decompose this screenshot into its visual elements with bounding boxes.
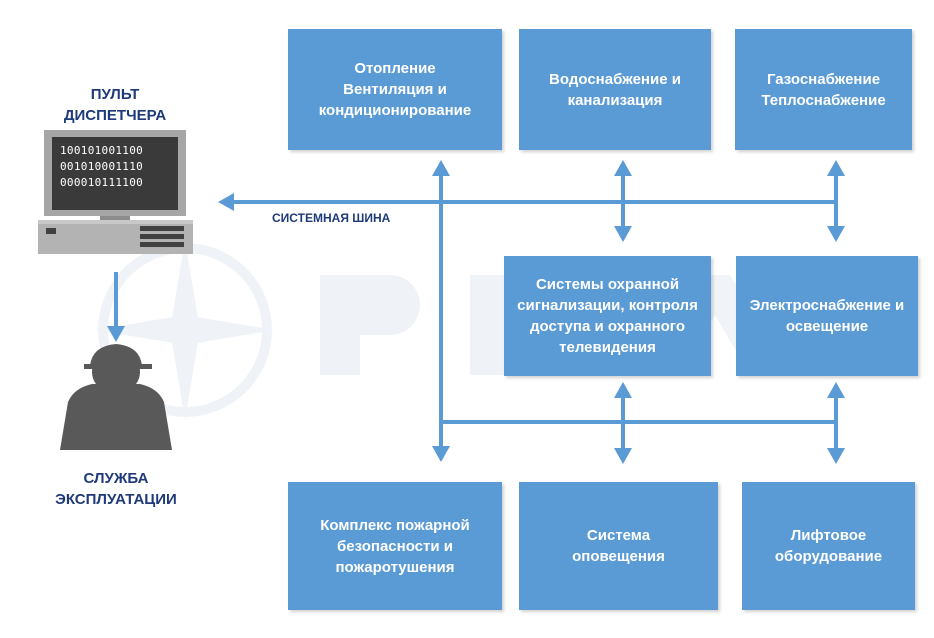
box-line: оповещения (572, 548, 665, 565)
box-line: Лифтовое (790, 527, 867, 544)
heating-arrow-up (432, 160, 450, 176)
box-line: Электроснабжение и (749, 297, 905, 314)
console-label: ПУЛЬТ ДИСПЕТЧЕРА (40, 84, 190, 126)
console-operator-arrow (107, 326, 125, 342)
bus-arrow-left (218, 193, 234, 211)
screen-line: 000010111100 (60, 176, 144, 189)
box-line: кондиционирование (318, 102, 472, 119)
service-label-line2: ЭКСПЛУАТАЦИИ (55, 491, 177, 508)
water-arrow-down (614, 226, 632, 242)
service-label: СЛУЖБА ЭКСПЛУАТАЦИИ (36, 468, 196, 510)
operator-icon (60, 344, 172, 450)
box-line: оборудование (774, 548, 883, 565)
water-sewerage-box: Водоснабжение и канализация (519, 29, 711, 150)
screen-line: 100101001100 (60, 144, 144, 157)
alert-arrow-down (614, 448, 632, 464)
box-line: Отопление (354, 60, 436, 77)
computer-icon (38, 130, 193, 254)
box-line: Вентиляция и (343, 81, 447, 98)
security-systems-box: Системы охранной сигнализации, контроля … (504, 256, 711, 376)
heating-ventilation-box: Отопление Вентиляция и кондиционирование (288, 29, 502, 150)
box-line: Теплоснабжение (761, 91, 886, 109)
fire-arrow-down (432, 446, 450, 462)
box-line: безопасности и (337, 537, 453, 555)
elevator-equipment-box: Лифтовое оборудование (742, 482, 915, 610)
box-line: Комплекс пожарной (320, 516, 470, 534)
box-line: доступа и охранного (530, 318, 685, 335)
security-arrow-up (614, 382, 632, 398)
console-label-line1: ПУЛЬТ (90, 86, 140, 103)
box-line: Система (586, 527, 651, 544)
box-line: Водоснабжение и (549, 70, 681, 88)
box-line: Системы охранной (535, 276, 680, 293)
gas-heat-supply-box: Газоснабжение Теплоснабжение (735, 29, 912, 150)
service-label-line1: СЛУЖБА (83, 470, 149, 487)
monitor-screen-text: 100101001100 001010001110 000010111100 (60, 143, 143, 191)
gas-arrow-up (827, 160, 845, 176)
power-arrow-up (827, 382, 845, 398)
arrowheads (107, 160, 845, 464)
screen-line: 001010001110 (60, 160, 144, 173)
system-bus-label: СИСТЕМНАЯ ШИНА (272, 211, 391, 225)
box-line: канализация (567, 91, 663, 109)
box-line: пожаротушения (335, 558, 455, 576)
elevator-arrow-down (827, 448, 845, 464)
box-line: Газоснабжение (766, 70, 881, 88)
box-line: телевидения (559, 339, 656, 356)
box-line: сигнализации, контроля (517, 297, 698, 314)
box-line: освещение (785, 318, 869, 335)
alert-system-box: Система оповещения (519, 482, 718, 610)
gas-arrow-down (827, 226, 845, 242)
fire-safety-box: Комплекс пожарной безопасности и пожарот… (288, 482, 502, 610)
connectors (114, 172, 838, 452)
water-arrow-up (614, 160, 632, 176)
power-lighting-box: Электроснабжение и освещение (736, 256, 918, 376)
console-label-line2: ДИСПЕТЧЕРА (63, 107, 167, 124)
